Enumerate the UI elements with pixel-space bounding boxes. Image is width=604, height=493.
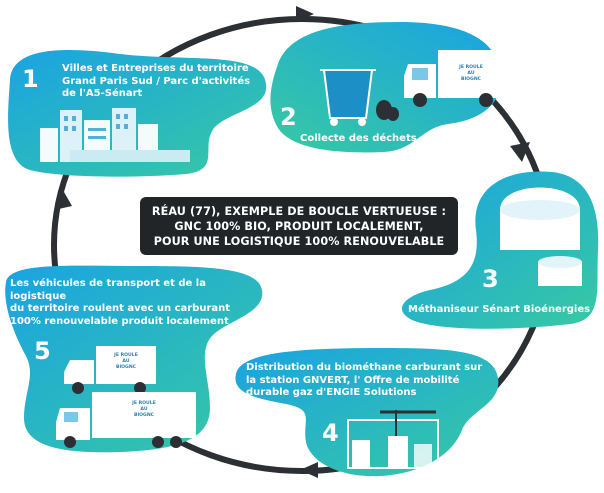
step-3-line-1: Méthaniseur Sénart Bioénergies — [408, 304, 591, 315]
step-1-line-3: de l'A5-Sénart — [62, 88, 143, 99]
step-4-number: 4 — [322, 419, 339, 447]
garbage-bag-icon — [376, 100, 399, 121]
waste-container-icon — [320, 69, 376, 126]
step-3-label: Méthaniseur Sénart Bioénergies — [408, 304, 600, 317]
step-2-label: Collecte des déchets — [300, 133, 440, 146]
truck-slogan-2: AU — [467, 70, 474, 76]
banner-line-3: POUR UNE LOGISTIQUE 100% RENOUVELABLE — [153, 234, 445, 248]
step-4-label: Distribution du biométhane carburant sur… — [246, 362, 496, 400]
banner-line-2: GNC 100% BIO, PRODUIT LOCALEMENT, — [174, 219, 424, 233]
step-2-line-1: Collecte des déchets — [300, 133, 417, 144]
step-1-label: Villes et Entreprises du territoire Gran… — [62, 63, 262, 101]
step-1-line-1: Villes et Entreprises du territoire — [62, 63, 249, 74]
van-slogan-2: AU — [122, 358, 129, 364]
delivery-truck-icon: JE ROULE AU BIOGNC — [64, 346, 156, 394]
step-5-line-1: Les véhicules de transport et de la logi… — [10, 278, 206, 302]
banner-line-1: RÉAU (77), EXEMPLE DE BOUCLE VERTUEUSE : — [151, 204, 447, 218]
truck-slogan-1: JE ROULE — [458, 64, 483, 70]
truck-slogan-3: BIOGNC — [461, 76, 482, 82]
center-banner: RÉAU (77), EXEMPLE DE BOUCLE VERTUEUSE :… — [140, 197, 458, 255]
semi-slogan-3: BIOGNC — [134, 412, 155, 418]
step-4-line-1: Distribution du biométhane carburant sur — [246, 362, 483, 373]
step-1-number: 1 — [22, 65, 39, 93]
van-slogan-3: BIOGNC — [116, 364, 137, 370]
step-4-blob — [235, 348, 499, 477]
van-slogan-1: JE ROULE — [113, 352, 138, 358]
step-5-line-2: du territoire roulent avec un carburant — [10, 303, 231, 314]
city-buildings-icon — [40, 108, 190, 162]
garbage-truck-icon: JE ROULE AU BIOGNC — [404, 50, 504, 107]
step-5-label: Les véhicules de transport et de la logi… — [10, 278, 262, 328]
step-5-line-3: 100% renouvelable produit localement — [10, 315, 229, 327]
step-4-line-3: durable gaz d'ENGIE Solutions — [246, 387, 417, 398]
semi-truck-icon: JE ROULE AU BIOGNC — [56, 392, 196, 448]
step-5-number: 5 — [34, 337, 51, 365]
digester-tank-icon — [500, 187, 582, 286]
step-3-number: 3 — [482, 265, 499, 293]
semi-slogan-2: AU — [140, 406, 147, 412]
step-4-line-2: la station GNVERT, l' Offre de mobilité — [246, 374, 460, 386]
step-2-number: 2 — [280, 103, 297, 131]
fuel-pump-icon — [347, 410, 439, 469]
semi-slogan-1: JE ROULE — [131, 400, 156, 406]
step-1-line-2: Grand Paris Sud / Parc d'activités — [62, 75, 251, 87]
